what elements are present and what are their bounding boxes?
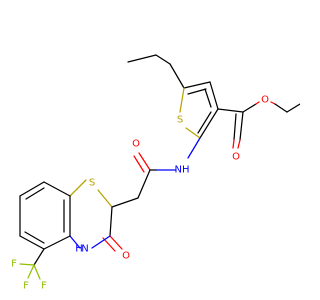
bond-benz-cf3 [33, 248, 45, 266]
atom-h-lactam: H [75, 244, 83, 255]
atom-f-3: F [41, 281, 47, 292]
atom-f-1: F [11, 259, 17, 270]
atom-s-thiophene: S [177, 115, 183, 126]
atom-f-2: F [23, 281, 29, 292]
bond-c2-s [97, 189, 113, 208]
bond-ester-c-o2 [242, 103, 257, 113]
bond-ester-c3-c [217, 108, 244, 113]
bond-benz-double-b [24, 231, 45, 244]
atom-o-lactam: O [122, 251, 130, 262]
bond-thiophene-c3-c2 [199, 108, 219, 139]
bond-ester-o2-part [255, 101, 260, 105]
bond-layer [19, 54, 300, 280]
atom-label-layer: S O O NH O S O N H F F F [11, 95, 269, 292]
molecule-structure-diagram: S O O NH O S O N H F F F [11, 54, 300, 292]
bond-s-c8a [69, 179, 87, 197]
bond-benz-double-c [25, 187, 45, 200]
bond-c3-n [91, 235, 111, 249]
bond-benz-2 [43, 235, 71, 250]
bond-co-o [138, 152, 151, 171]
bond-ester-ch3 [286, 103, 300, 113]
atom-o-ester-carbonyl: O [232, 152, 240, 163]
atom-o-amide: O [132, 139, 140, 150]
bond-propyl-2 [155, 54, 171, 65]
bond-c-f1 [19, 263, 35, 266]
bond-thiophene-c5-c4-double [187, 88, 207, 95]
bond-c2-c3 [109, 206, 113, 237]
atom-s-thiazine: S [89, 178, 95, 189]
bond-thiophene-c5-c4 [183, 81, 211, 89]
bond-ester-o2-ch2-part [270, 101, 276, 105]
bond-ester-c-o1-part [237, 139, 241, 149]
bond-ester-c-o1-double [233, 113, 237, 141]
bond-propyl-1 [127, 54, 157, 63]
atom-nh-amide: NH [175, 165, 190, 176]
bond-ch2-c2 [111, 197, 139, 208]
atom-n-lactam: N [81, 244, 88, 255]
bond-co-o-double [133, 155, 145, 173]
bond-c3-o-double [102, 237, 116, 252]
bond-ester-c-o1-double-part [232, 139, 235, 149]
bond-thiophene-s-c5 [179, 87, 185, 113]
bond-c-f2 [27, 264, 35, 279]
bond-co-ch2 [137, 169, 151, 199]
bond-benz-3 [19, 235, 45, 250]
bond-thiophene-c4-c3-double [204, 88, 212, 108]
bond-benz-5 [19, 181, 45, 197]
bond-thiophene-c2-s [185, 127, 201, 139]
bond-c2-nh [187, 137, 201, 159]
bond-c-f3 [33, 264, 41, 280]
atom-o-ester-ether: O [261, 95, 269, 106]
bond-ester-ch2 [274, 103, 288, 113]
bond-n-c4a [69, 235, 81, 249]
bond-ester-c-o1 [239, 111, 244, 141]
bond-benz-6 [43, 181, 71, 197]
bond-thiophene-c4-c3 [209, 81, 219, 110]
bond-thiophene-c3-c2-double [197, 111, 212, 134]
bond-c3-o [109, 235, 123, 250]
bond-propyl-3 [169, 63, 185, 89]
